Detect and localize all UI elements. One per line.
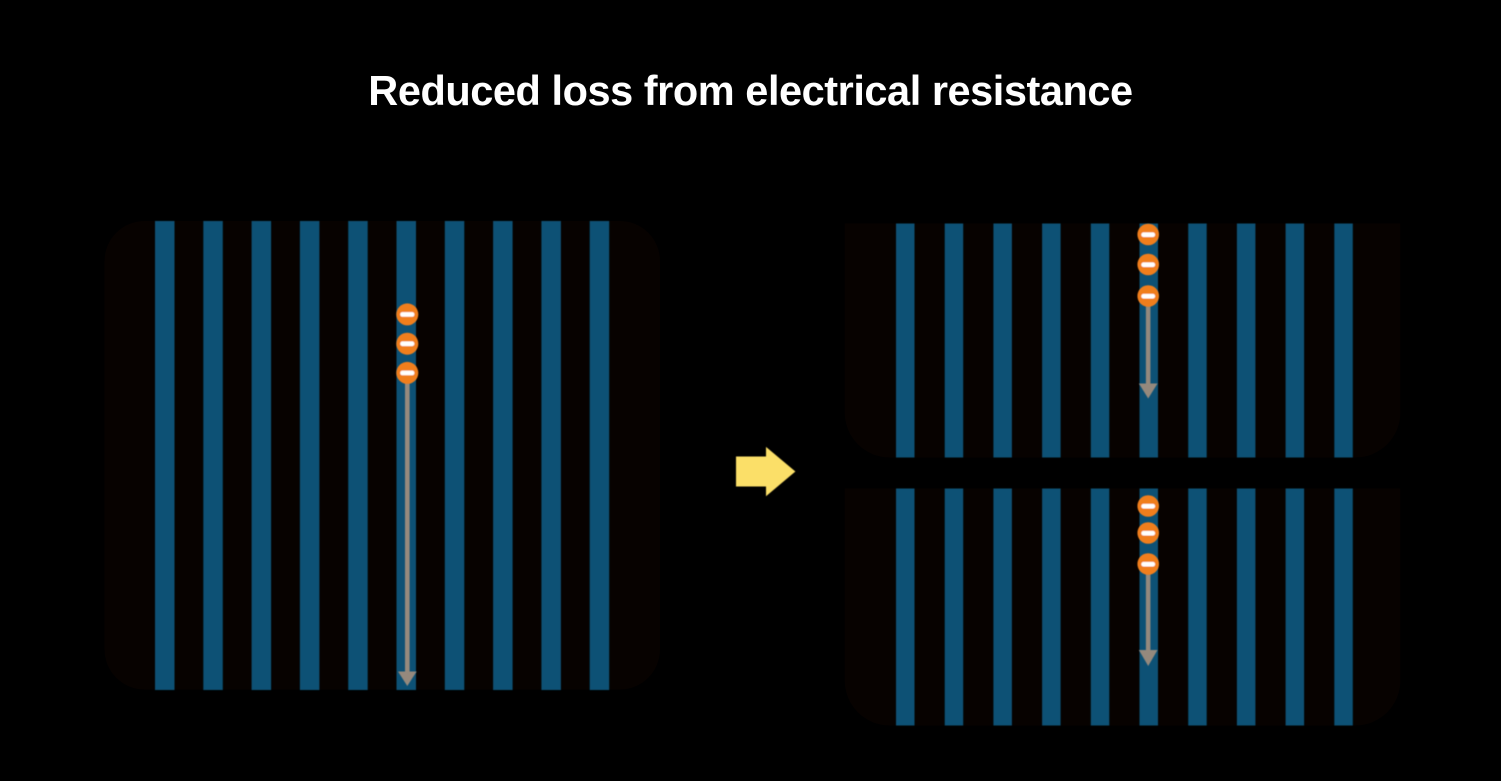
svg-text:Reduced loss from electrical r: Reduced loss from electrical resistance: [368, 67, 1132, 114]
